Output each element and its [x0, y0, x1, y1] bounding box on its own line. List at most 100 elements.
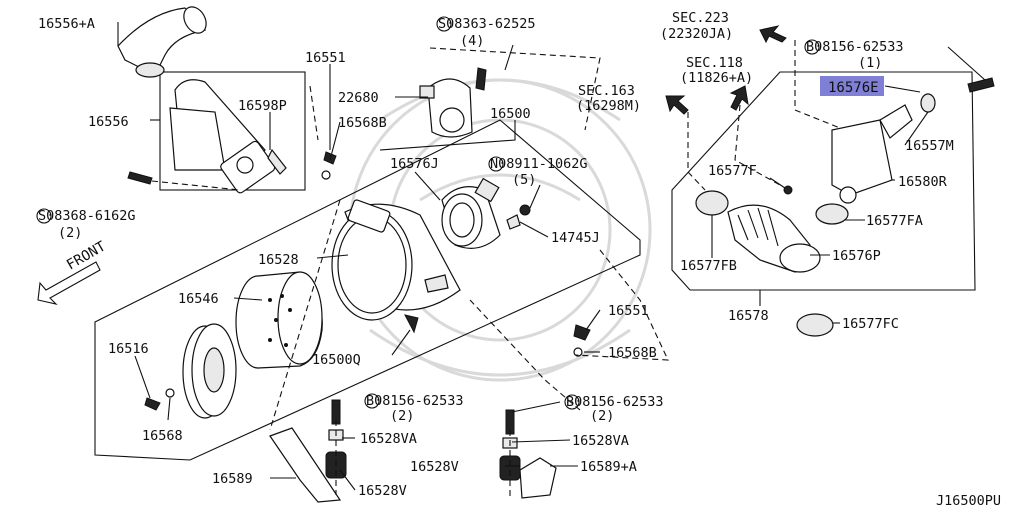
bracket-16589: [269, 427, 342, 503]
marker-b-08156-right: [564, 394, 580, 410]
label-16578: 16578: [728, 308, 769, 324]
label-16528VA-left: 16528VA: [360, 431, 417, 447]
circled-markers: [36, 16, 820, 410]
label-16580R: 16580R: [898, 174, 948, 190]
label-08363: S08363-62525: [438, 16, 536, 32]
front-label: FRONT: [64, 238, 109, 273]
dashed-connectors: [269, 40, 841, 431]
grommet-16557M: [920, 93, 936, 113]
bracket-16589A: [519, 457, 557, 499]
clamp-16577FA: [815, 203, 849, 225]
label-16577FB: 16577FB: [680, 258, 737, 274]
screw-08368: [127, 171, 153, 185]
label-16556: 16556: [88, 114, 129, 130]
label-16500: 16500: [490, 106, 531, 122]
label-22680: 22680: [338, 90, 379, 106]
label-sec223-sub: (22320JA): [660, 26, 733, 42]
washer-16568: [165, 388, 175, 398]
label-16576P: 16576P: [832, 248, 881, 264]
clamp-16577FC: [796, 313, 834, 337]
inlet-duct-box: [159, 71, 306, 191]
marker-s-08368: [36, 208, 52, 224]
air-cleaner-group: [94, 119, 641, 461]
label-08156-left-qty: (2): [390, 408, 414, 424]
callout-labels: 16556+A 16556 16598P S08368-6162G (2) 16…: [38, 10, 1001, 509]
label-16568B-top: 16568B: [338, 115, 387, 131]
label-16598P: 16598P: [238, 98, 287, 114]
label-16568B-right: 16568B: [608, 345, 657, 361]
mount-16528V-right: [499, 455, 521, 481]
arrow-sec118: [729, 85, 749, 111]
arrow-sec163: [665, 95, 689, 115]
label-16546: 16546: [178, 291, 219, 307]
front-arrow: FRONT: [37, 238, 109, 305]
sensor-22680-group: [419, 47, 601, 138]
clip-16551-right: [573, 324, 591, 341]
washer-16568B-right: [573, 347, 583, 357]
marker-b-08156-top: [804, 39, 820, 55]
label-16528V-right: 16528V: [410, 459, 459, 475]
label-16500Q: 16500Q: [312, 352, 361, 368]
screw-08363: [475, 67, 487, 91]
arrow-sec223: [759, 25, 787, 44]
air-cleaner-box-outline: [94, 119, 641, 461]
label-16577FA: 16577FA: [866, 213, 923, 229]
marker-s-08363: [436, 16, 452, 32]
clamp-16556A: [135, 62, 165, 78]
intake-tube-group: [671, 71, 995, 337]
label-08363-qty: (4): [460, 33, 484, 49]
highlight-16576E: [820, 76, 884, 96]
label-16528VA-right: 16528VA: [572, 433, 629, 449]
label-16589A: 16589+A: [580, 459, 637, 475]
label-sec163: SEC.163: [578, 83, 635, 99]
section-arrows: [665, 25, 787, 115]
diagram-id: J16500PU: [936, 493, 1001, 509]
label-16528: 16528: [258, 252, 299, 268]
inlet-duct-group: [117, 6, 306, 194]
label-16516: 16516: [108, 341, 149, 357]
label-16556A: 16556+A: [38, 16, 95, 32]
label-sec163-sub: (16298M): [576, 98, 641, 114]
label-08156-left: B08156-62533: [366, 393, 464, 409]
marker-n-08911: [488, 156, 504, 172]
label-08156-top: B08156-62533: [806, 39, 904, 55]
label-16577FC: 16577FC: [842, 316, 899, 332]
label-16557M: 16557M: [905, 138, 954, 154]
resonator-16580R: [831, 119, 893, 196]
label-08368: S08368-6162G: [38, 208, 136, 224]
label-08156-right: B08156-62533: [566, 394, 664, 410]
leader-lines: [117, 22, 986, 491]
bolt-16500Q: [404, 314, 419, 334]
intake-tube-box: [671, 71, 976, 291]
label-sec118: SEC.118: [686, 55, 743, 71]
bolt-08156-top: [967, 77, 995, 93]
label-08156-right-qty: (2): [590, 408, 614, 424]
clip-16516: [144, 397, 161, 411]
label-16577F: 16577F: [708, 163, 757, 179]
marker-b-08156-left: [364, 393, 380, 409]
bracket-right-group: [499, 409, 557, 500]
label-16551-right: 16551: [608, 303, 649, 319]
label-08911-qty: (5): [512, 172, 536, 188]
label-14745J: 14745J: [551, 230, 600, 246]
clip-16577F: [783, 185, 793, 195]
label-16589: 16589: [212, 471, 253, 487]
nut-08911: [519, 204, 531, 216]
label-08911: N08911-1062G: [490, 156, 588, 172]
label-08368-qty: (2): [58, 225, 82, 241]
label-16576E: 16576E: [828, 80, 879, 96]
washer-16568B-top: [321, 170, 331, 180]
label-16568: 16568: [142, 428, 183, 444]
label-16576J: 16576J: [390, 156, 439, 172]
label-08156-top-qty: (1): [858, 55, 882, 71]
bracket-left-group: [269, 399, 347, 503]
hose-end: [779, 243, 821, 273]
label-sec223: SEC.223: [672, 10, 729, 26]
label-sec118-sub: (11826+A): [680, 70, 753, 86]
sensor-16598P: [267, 148, 287, 175]
label-16528V-left: 16528V: [358, 483, 407, 499]
grommet-14745J: [506, 214, 521, 230]
label-16551-top: 16551: [305, 50, 346, 66]
